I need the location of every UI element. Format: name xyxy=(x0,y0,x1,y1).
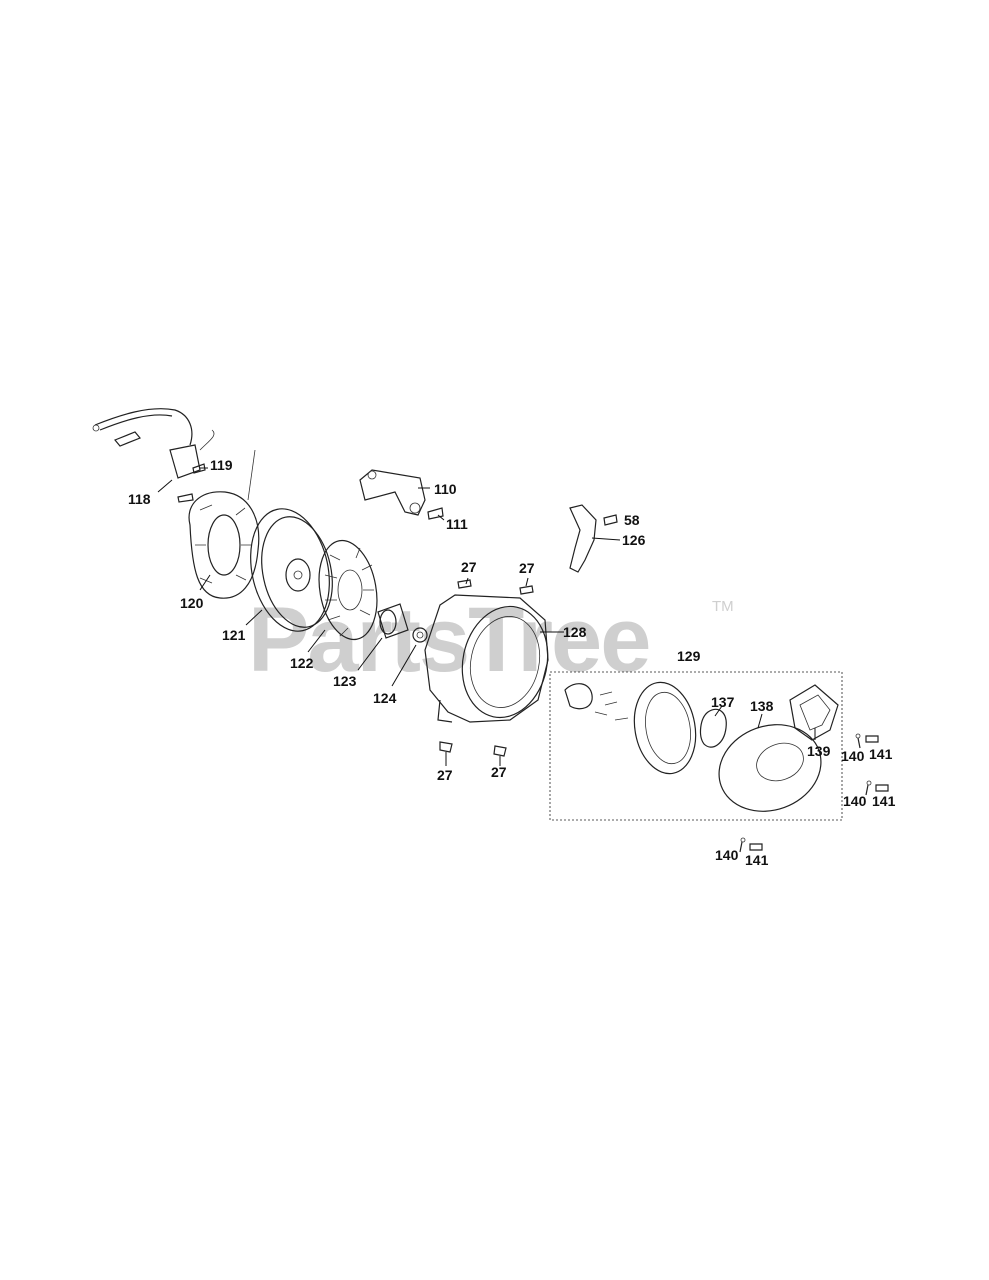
label-27-d: 27 xyxy=(491,764,507,780)
trademark-mark: TM xyxy=(712,598,734,615)
label-58: 58 xyxy=(624,512,640,528)
label-119: 119 xyxy=(210,457,233,473)
part-123-starter-cup[interactable] xyxy=(377,603,409,639)
part-58-bolt[interactable] xyxy=(603,514,618,526)
part-119-screw[interactable] xyxy=(192,463,206,474)
part-129-recoil-starter-assembly[interactable] xyxy=(549,671,843,825)
label-120: 120 xyxy=(180,595,204,611)
part-128-blower-housing[interactable] xyxy=(424,594,558,726)
part-27-screw-d[interactable] xyxy=(493,745,507,757)
label-138: 138 xyxy=(750,698,774,714)
label-139: 139 xyxy=(807,743,831,759)
label-141-b: 141 xyxy=(872,793,896,809)
part-141-screw-c[interactable] xyxy=(749,843,763,851)
part-27-screw-b[interactable] xyxy=(519,585,534,595)
part-140-pin-c[interactable] xyxy=(739,837,746,853)
label-121: 121 xyxy=(222,627,246,643)
part-121-flywheel[interactable] xyxy=(240,501,342,638)
part-141-screw-b[interactable] xyxy=(875,784,889,792)
part-27-screw-a[interactable] xyxy=(457,579,472,589)
part-124-nut[interactable] xyxy=(412,627,428,643)
part-110-bracket[interactable] xyxy=(359,469,426,516)
label-140-b: 140 xyxy=(843,793,867,809)
part-screw-small xyxy=(177,493,194,503)
label-110: 110 xyxy=(434,481,457,497)
label-140-c: 140 xyxy=(715,847,739,863)
label-126: 126 xyxy=(622,532,646,548)
label-141-c: 141 xyxy=(745,852,769,868)
part-111-bolt[interactable] xyxy=(427,507,444,520)
leader-lines xyxy=(157,467,816,766)
label-129: 129 xyxy=(677,648,701,664)
part-140-pin-a[interactable] xyxy=(855,733,861,749)
label-123: 123 xyxy=(333,673,357,689)
part-27-screw-c[interactable] xyxy=(439,741,453,753)
label-122: 122 xyxy=(290,655,314,671)
label-27-c: 27 xyxy=(437,767,453,783)
part-141-screw-a[interactable] xyxy=(865,735,879,743)
label-140-a: 140 xyxy=(841,748,865,764)
label-128: 128 xyxy=(563,624,587,640)
label-141-a: 141 xyxy=(869,746,893,762)
label-118: 118 xyxy=(128,491,151,507)
label-111: 111 xyxy=(446,516,468,532)
part-140-pin-b[interactable] xyxy=(865,780,872,796)
label-27-a: 27 xyxy=(461,559,477,575)
label-137: 137 xyxy=(711,694,735,710)
part-122-cooling-fan[interactable] xyxy=(312,536,385,644)
label-27-b: 27 xyxy=(519,560,535,576)
part-126-bracket[interactable] xyxy=(569,504,597,573)
label-124: 124 xyxy=(373,690,397,706)
part-118-ignition-coil[interactable] xyxy=(92,408,215,479)
watermark: PartsTree xyxy=(248,589,651,691)
